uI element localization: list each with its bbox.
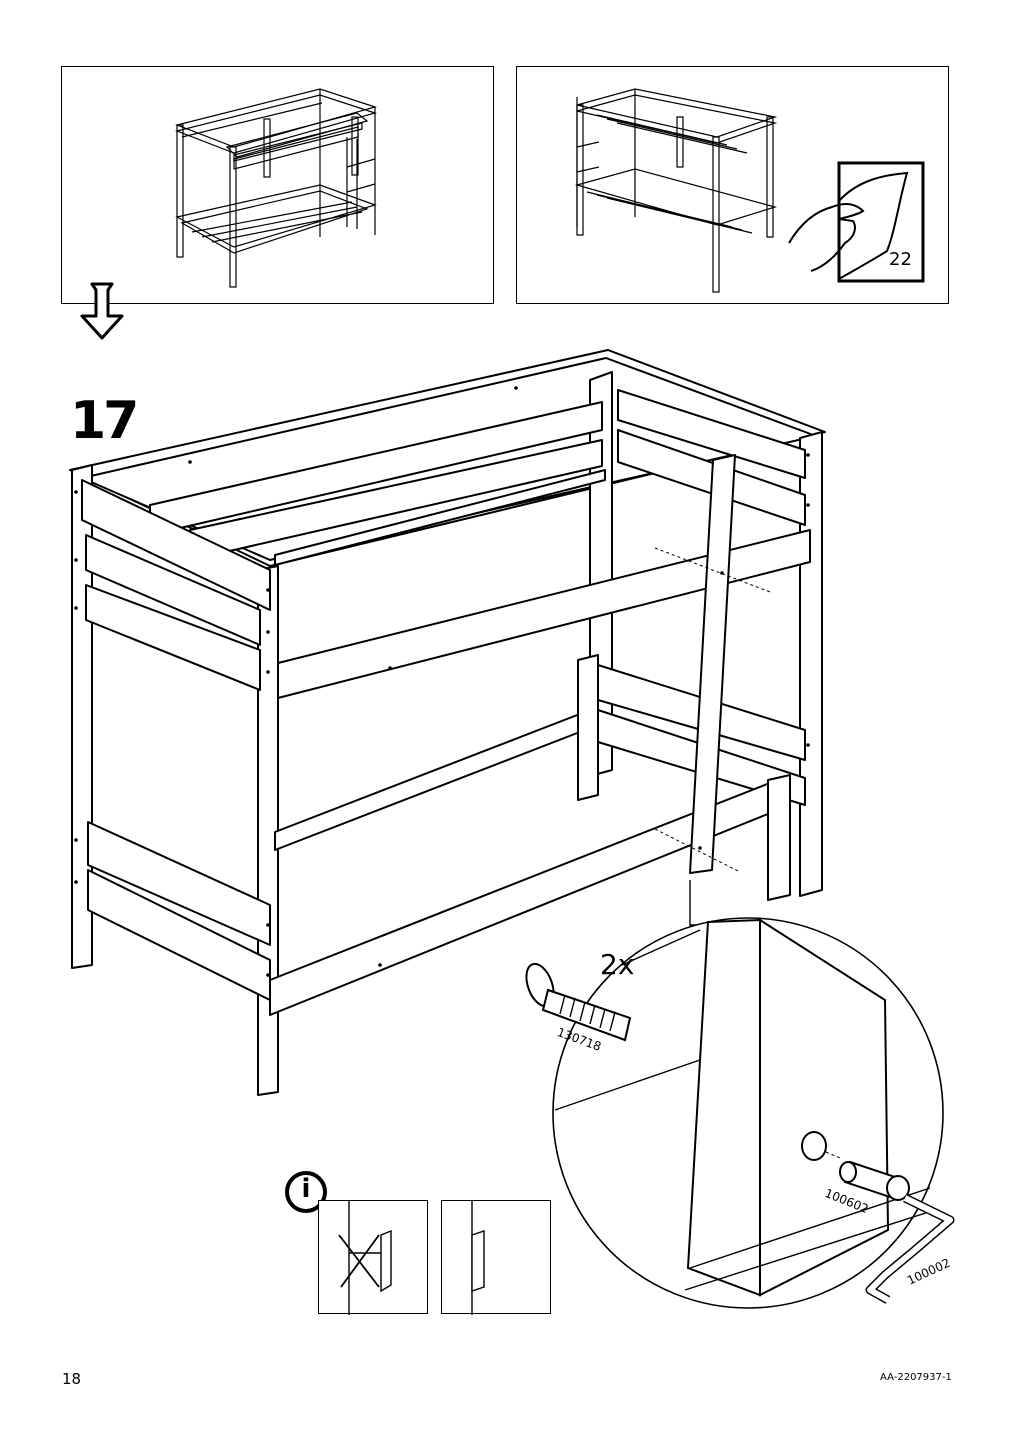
info-panel-correct [441, 1200, 551, 1315]
page-number: 18 [62, 1370, 82, 1388]
page-reference-number: 22 [889, 249, 912, 270]
quantity-label: 2x [600, 948, 635, 981]
step-number: 17 [70, 391, 139, 451]
overview-panel-left [61, 66, 494, 304]
overview-panel-right: 22 [516, 66, 949, 304]
bunk-bed-thumbnail-reversed [574, 88, 778, 293]
turn-page-icon [787, 161, 927, 285]
cross-icon [335, 1231, 385, 1291]
document-code: AA-2207937-1 [880, 1372, 952, 1383]
bunk-bed-thumbnail-front [175, 88, 378, 288]
down-arrow-icon [78, 282, 126, 340]
info-icon: i [284, 1170, 328, 1214]
info-panel-wrong [318, 1200, 428, 1315]
info-icon-glyph: i [301, 1174, 311, 1204]
